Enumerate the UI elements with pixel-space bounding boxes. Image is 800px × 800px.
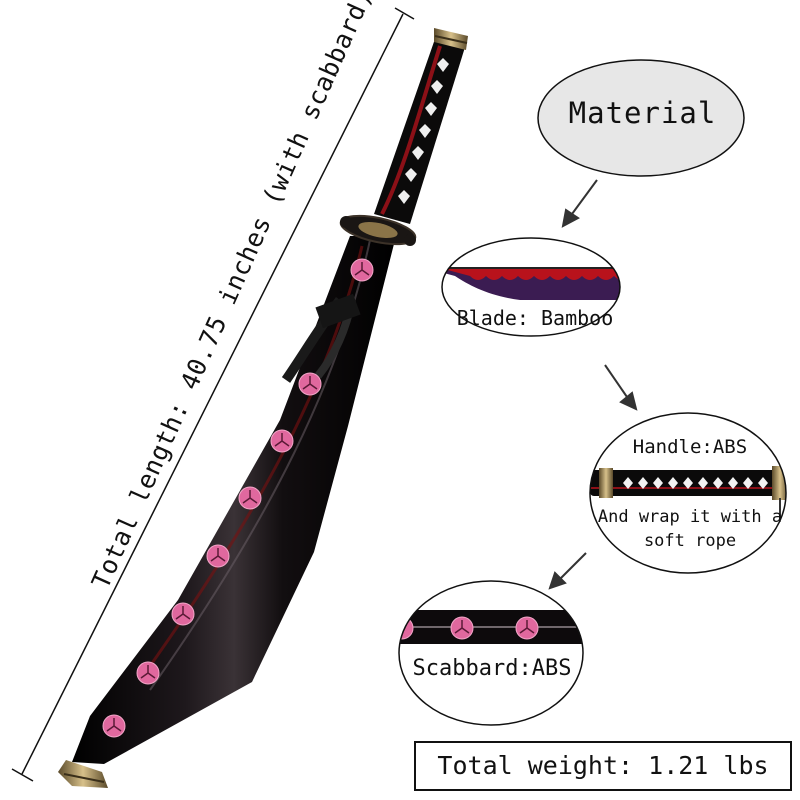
- handle-note: And wrap it with a soft rope: [597, 507, 783, 551]
- sword-image: [58, 28, 468, 788]
- handle-material-label: Handle:ABS: [632, 436, 748, 458]
- arrow-icon: [561, 179, 598, 228]
- material-title: Material: [568, 96, 717, 130]
- arrow-icon: [548, 552, 587, 590]
- tsuba-guard: [339, 214, 417, 246]
- handle-pommel: [434, 28, 468, 50]
- arrow-icon: [604, 364, 638, 411]
- emblem-marks: [106, 262, 370, 732]
- scabbard-material-label: Scabbard:ABS: [412, 656, 572, 681]
- material-bubble: [537, 59, 745, 177]
- total-weight-label: Total weight: 1.21 lbs: [437, 751, 769, 780]
- blade-closeup: [442, 267, 620, 300]
- handle-diamonds: [398, 58, 449, 204]
- scabbard-closeup: [399, 610, 583, 644]
- blade-material-label: Blade: Bamboo: [456, 306, 614, 330]
- scabbard-end-cap: [58, 760, 108, 788]
- total-weight-box: Total weight: 1.21 lbs: [414, 741, 792, 791]
- handle-callout: [589, 412, 787, 574]
- scabbard-body: [72, 236, 396, 764]
- handle-closeup: [590, 466, 786, 518]
- dimension-line: [11, 7, 415, 782]
- scabbard-callout: [398, 580, 584, 726]
- sageo-cord: [281, 293, 361, 383]
- blade-callout: [441, 237, 621, 337]
